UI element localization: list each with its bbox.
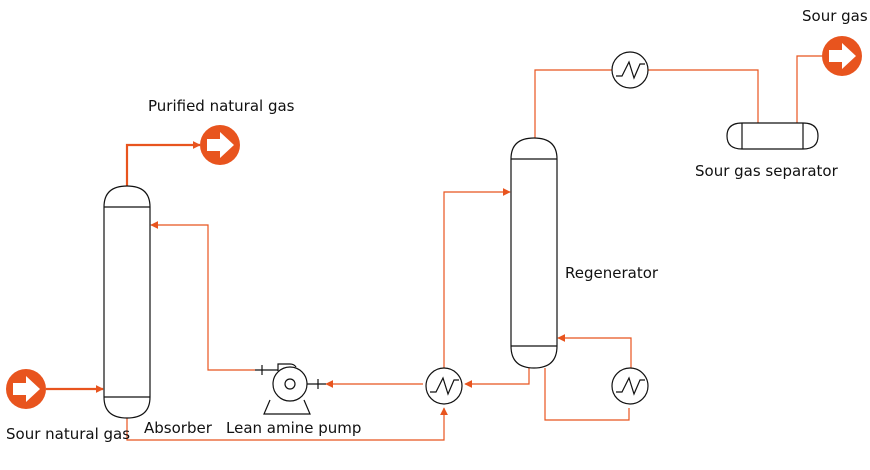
stream-rich-amine [126,407,448,441]
arrow-circle-icon [822,36,862,76]
arrow-circle-icon [6,369,46,409]
label-absorber: Absorber [144,419,213,437]
stream-regenerator-overhead [534,69,612,138]
label-purified-natural-gas: Purified natural gas [148,97,295,115]
stream-lean-to-exchanger [464,368,530,388]
stream-lean-amine-return [150,221,255,371]
stream-reboiler-return [557,334,632,368]
stream-condenser-to-separator [648,69,759,123]
sour-gas-separator-vessel [726,122,819,150]
arrow-circle-icon [200,125,240,165]
stream-purified-gas [125,141,201,186]
stream-sour-gas-product [796,55,822,123]
label-lean-amine-pump: Lean amine pump [226,419,361,437]
heat-exchanger-icon [611,367,649,405]
label-sour-gas-separator: Sour gas separator [695,162,839,180]
label-regenerator: Regenerator [565,264,659,282]
absorber-column [103,185,151,419]
label-sour-gas: Sour gas [802,7,868,25]
heat-exchanger-icon [425,367,463,405]
centrifugal-pump-icon [255,363,326,415]
stream-lines [46,55,822,441]
stream-reboiler-out [544,368,630,421]
stream-rich-to-regenerator [443,188,511,368]
label-sour-natural-gas: Sour natural gas [6,425,130,443]
heat-exchanger-icon [611,51,649,89]
regenerator-column [510,137,558,369]
